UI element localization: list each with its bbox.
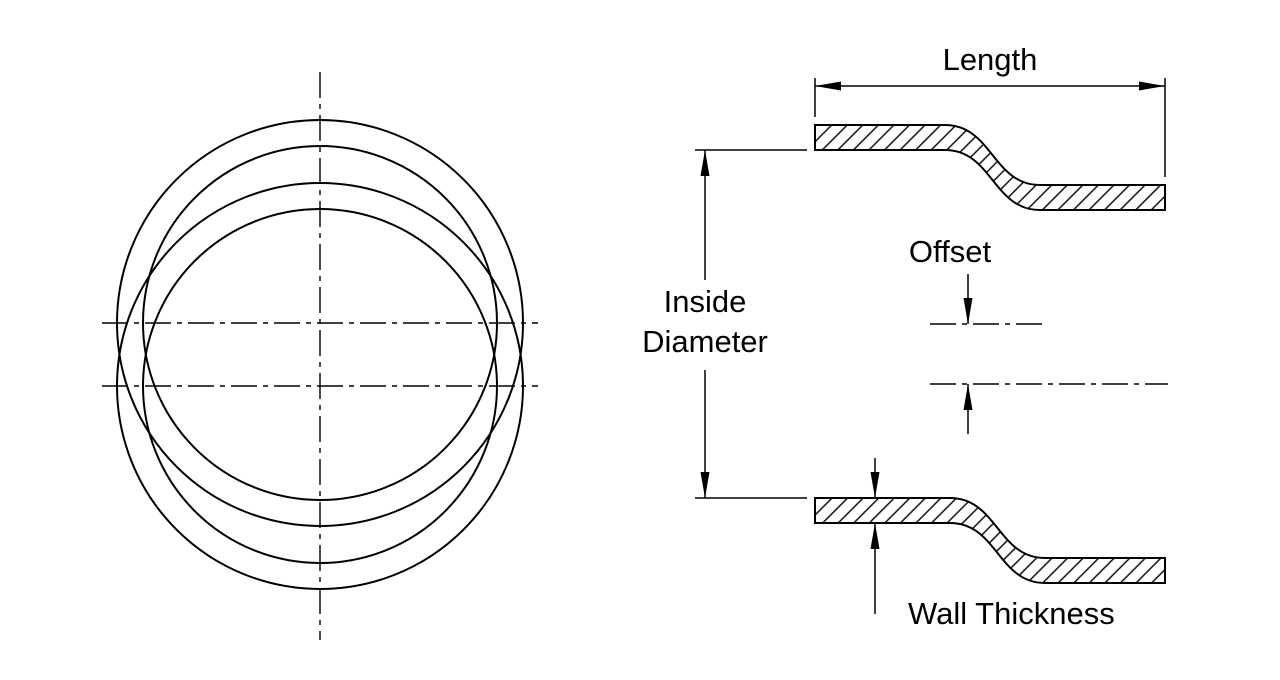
offset-arrow-down-icon (963, 298, 973, 324)
dimension-offset: Offset (909, 234, 992, 434)
front-view (102, 72, 538, 640)
outer-circle-upper-end (116, 119, 524, 527)
side-section-view (814, 124, 1168, 584)
dimension-wall-thickness: Wall Thickness (870, 458, 1115, 631)
length-label: Length (943, 42, 1038, 77)
inner-circle-upper-end (142, 145, 498, 501)
inside-diameter-label-line1: Inside (664, 284, 747, 319)
length-arrow-left-icon (815, 81, 841, 91)
wt-arrow-up-icon (870, 523, 880, 549)
inside-diameter-label-line2: Diameter (642, 324, 768, 359)
wt-arrow-down-icon (870, 472, 880, 498)
dimension-length: Length (814, 42, 1166, 177)
inner-circle-lower-end (142, 208, 498, 564)
outer-circle-lower-end (116, 182, 524, 590)
offset-arrow-up-icon (963, 384, 973, 410)
id-arrow-down-icon (700, 472, 710, 498)
length-arrow-right-icon (1139, 81, 1165, 91)
top-wall-section (814, 124, 1166, 211)
dimension-inside-diameter: Inside Diameter (642, 149, 807, 499)
offset-label: Offset (909, 234, 992, 269)
bottom-wall-section (814, 497, 1166, 584)
wall-thickness-label: Wall Thickness (908, 596, 1115, 631)
id-arrow-up-icon (700, 150, 710, 176)
